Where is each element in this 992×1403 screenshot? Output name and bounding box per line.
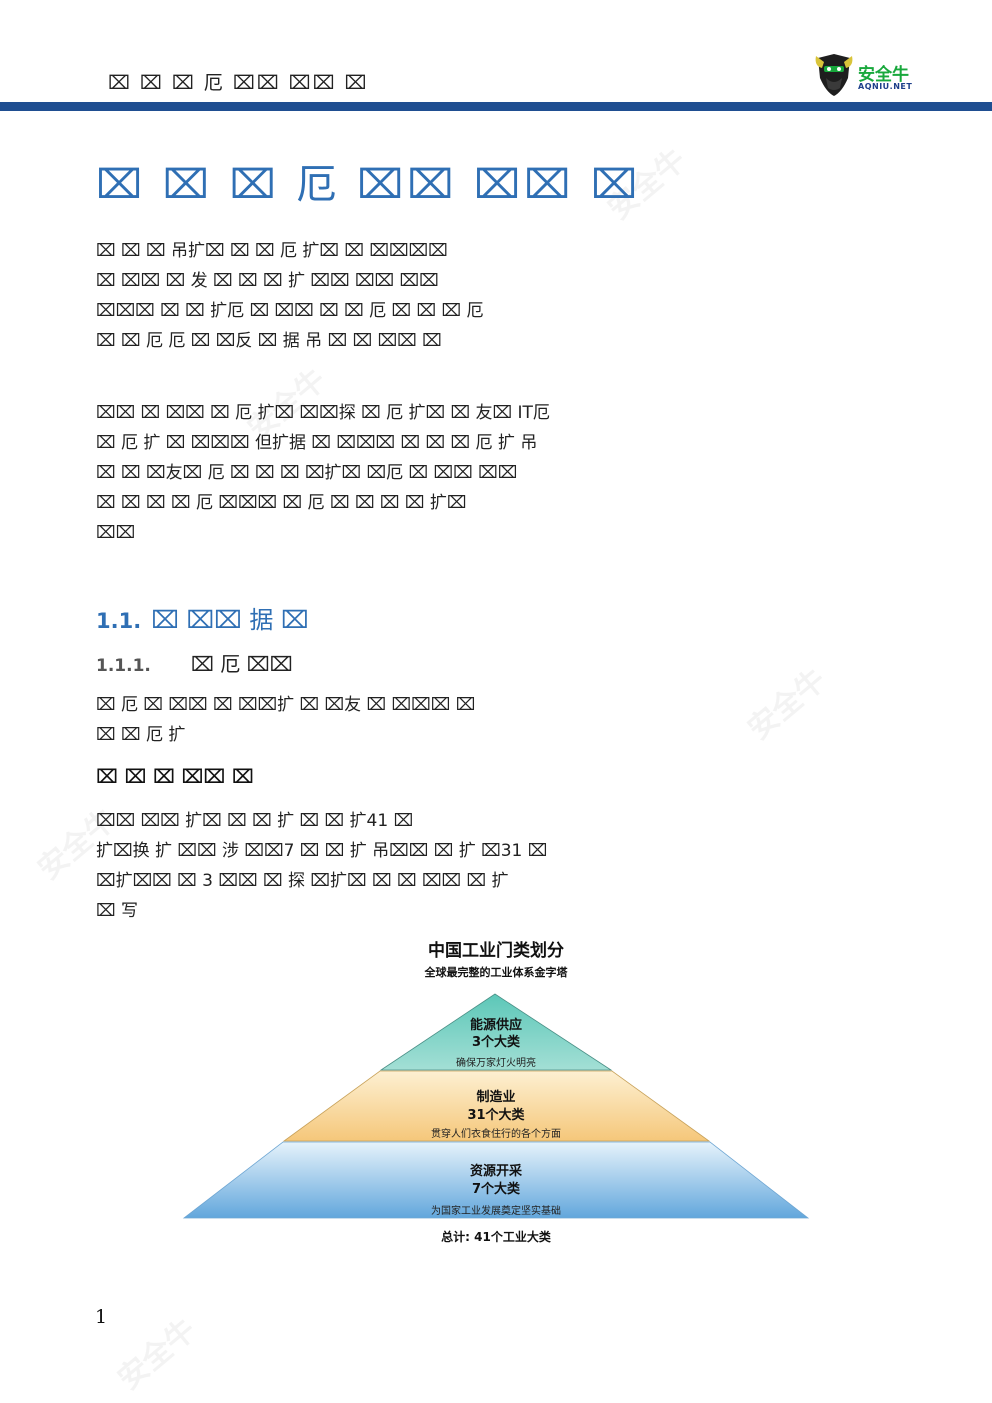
intro-paragraph: ⌧ ⌧ ⌧ 吊扩⌧ ⌧ ⌧ 厄 扩⌧ ⌧ ⌧⌧⌧⌧ ⌧ ⌧⌧ ⌧ 发 ⌧ ⌧ ⌧… <box>96 236 896 356</box>
paragraph-line: ⌧⌧ <box>96 523 136 543</box>
figure-subtitle: 全球最完整的工业体系金字塔 <box>424 966 568 979</box>
paragraph-line: ⌧ ⌧ ⌧ 吊扩⌧ ⌧ ⌧ 厄 扩⌧ ⌧ ⌧⌧⌧⌧ <box>96 241 448 261</box>
paragraph-line: ⌧ 厄 扩 ⌧ ⌧⌧⌧ 但扩据 ⌧ ⌧⌧⌧ ⌧ ⌧ ⌧ 厄 扩 吊 <box>96 433 538 453</box>
tier-count: 7个大类 <box>471 1182 521 1197</box>
paragraph-line: ⌧ 写 <box>96 901 138 921</box>
paragraph-line: ⌧ ⌧ ⌧ ⌧ 厄 ⌧⌧⌧ ⌧ 厄 ⌧ ⌧ ⌧ ⌧ 扩⌧ <box>96 493 467 513</box>
second-paragraph: ⌧⌧ ⌧ ⌧⌧ ⌧ 厄 扩⌧ ⌧⌧探 ⌧ 厄 扩⌧ ⌧ 友⌧ IT厄 ⌧ 厄 扩… <box>96 398 896 548</box>
logo-chinese-text: 安全牛 <box>858 65 909 85</box>
paragraph-line: ⌧ ⌧ 厄 扩 <box>96 725 186 745</box>
document-title: ⌧ ⌧ ⌧ 厄 ⌧⌧ ⌧⌧ ⌧ <box>96 162 642 208</box>
subheading-paragraph: ⌧⌧ ⌧⌧ 扩⌧ ⌧ ⌧ 扩 ⌧ ⌧ 扩41 ⌧ 扩⌧换 扩 ⌧⌧ 涉 ⌧⌧7 … <box>96 806 896 926</box>
section-number: 1.1. <box>96 609 142 633</box>
section-heading-1-1-1: 1.1.1. ⌧ 厄 ⌧⌧ <box>96 648 293 677</box>
pyramid-diagram <box>182 993 810 1219</box>
paragraph-line: ⌧ 厄 ⌧ ⌧⌧ ⌧ ⌧⌧扩 ⌧ ⌧友 ⌧ ⌧⌧⌧ ⌧ <box>96 695 476 715</box>
watermark-logo: 安全牛 <box>111 1312 203 1398</box>
section-title: ⌧ ⌧⌧ 据 ⌧ <box>151 606 309 634</box>
tier-description: 为国家工业发展奠定坚实基础 <box>431 1206 561 1217</box>
paragraph-line: 扩⌧换 扩 ⌧⌧ 涉 ⌧⌧7 ⌧ ⌧ 扩 吊⌧⌧ ⌧ 扩 ⌧31 ⌧ <box>96 841 548 861</box>
paragraph-line: ⌧扩⌧⌧ ⌧ 3 ⌧⌧ ⌧ 探 ⌧扩⌧ ⌧ ⌧ ⌧⌧ ⌧ 扩 <box>96 871 509 891</box>
header-divider-bar <box>0 102 992 111</box>
paragraph-line: ⌧⌧⌧ ⌧ ⌧ 扩厄 ⌧ ⌧⌧ ⌧ ⌧ 厄 ⌧ ⌧ ⌧ 厄 <box>96 301 484 321</box>
pyramid-tier-top <box>379 993 613 1071</box>
figure-title: 中国工业门类划分 <box>428 941 564 961</box>
paragraph-line: ⌧ ⌧⌧ ⌧ 发 ⌧ ⌧ ⌧ 扩 ⌧⌧ ⌧⌧ ⌧⌧ <box>96 271 439 291</box>
tier-description: 贯穿人们衣食住行的各个方面 <box>431 1129 561 1140</box>
paragraph-line: ⌧ ⌧ 厄 厄 ⌧ ⌧反 ⌧ 据 吊 ⌧ ⌧ ⌧⌧ ⌧ <box>96 331 442 351</box>
bold-subheading: ⌧ ⌧ ⌧ ⌧⌧ ⌧ <box>96 766 254 788</box>
industry-pyramid-figure: 中国工业门类划分 全球最完整的工业体系金字塔 能源供应 3个大类 确保万家灯火明… <box>180 930 812 1250</box>
bull-shield-icon <box>815 54 853 96</box>
pyramid-tier-middle <box>282 1070 711 1142</box>
tier-name: 能源供应 <box>469 1018 522 1033</box>
tier-name: 资源开采 <box>469 1164 522 1179</box>
tier-description: 确保万家灯火明亮 <box>456 1058 536 1069</box>
page-number: 1 <box>95 1306 108 1328</box>
section-1-1-1-paragraph: ⌧ 厄 ⌧ ⌧⌧ ⌧ ⌧⌧扩 ⌧ ⌧友 ⌧ ⌧⌧⌧ ⌧ ⌧ ⌧ 厄 扩 <box>96 690 896 750</box>
section-heading-1-1: 1.1. ⌧ ⌧⌧ 据 ⌧ <box>96 600 309 635</box>
paragraph-line: ⌧⌧ ⌧⌧ 扩⌧ ⌧ ⌧ 扩 ⌧ ⌧ 扩41 ⌧ <box>96 811 414 831</box>
figure-total-caption: 总计: 41个工业大类 <box>441 1230 551 1244</box>
running-header: ⌧ ⌧ ⌧ 厄 ⌧⌧ ⌧⌧ ⌧ <box>108 72 369 94</box>
tier-name: 制造业 <box>476 1090 516 1105</box>
paragraph-line: ⌧⌧ ⌧ ⌧⌧ ⌧ 厄 扩⌧ ⌧⌧探 ⌧ 厄 扩⌧ ⌧ 友⌧ IT厄 <box>96 403 550 423</box>
tier-count: 3个大类 <box>471 1035 521 1050</box>
paragraph-line: ⌧ ⌧ ⌧友⌧ 厄 ⌧ ⌧ ⌧ ⌧扩⌧ ⌧厄 ⌧ ⌧⌧ ⌧⌧ <box>96 463 518 483</box>
company-logo: 安全牛 AQNIU.NET <box>814 52 924 100</box>
tier-count: 31个大类 <box>467 1108 525 1123</box>
pyramid-tier-bottom <box>182 1141 810 1219</box>
section-number: 1.1.1. <box>96 656 151 676</box>
logo-english-text: AQNIU.NET <box>858 82 913 91</box>
section-title: ⌧ 厄 ⌧⌧ <box>190 652 293 676</box>
